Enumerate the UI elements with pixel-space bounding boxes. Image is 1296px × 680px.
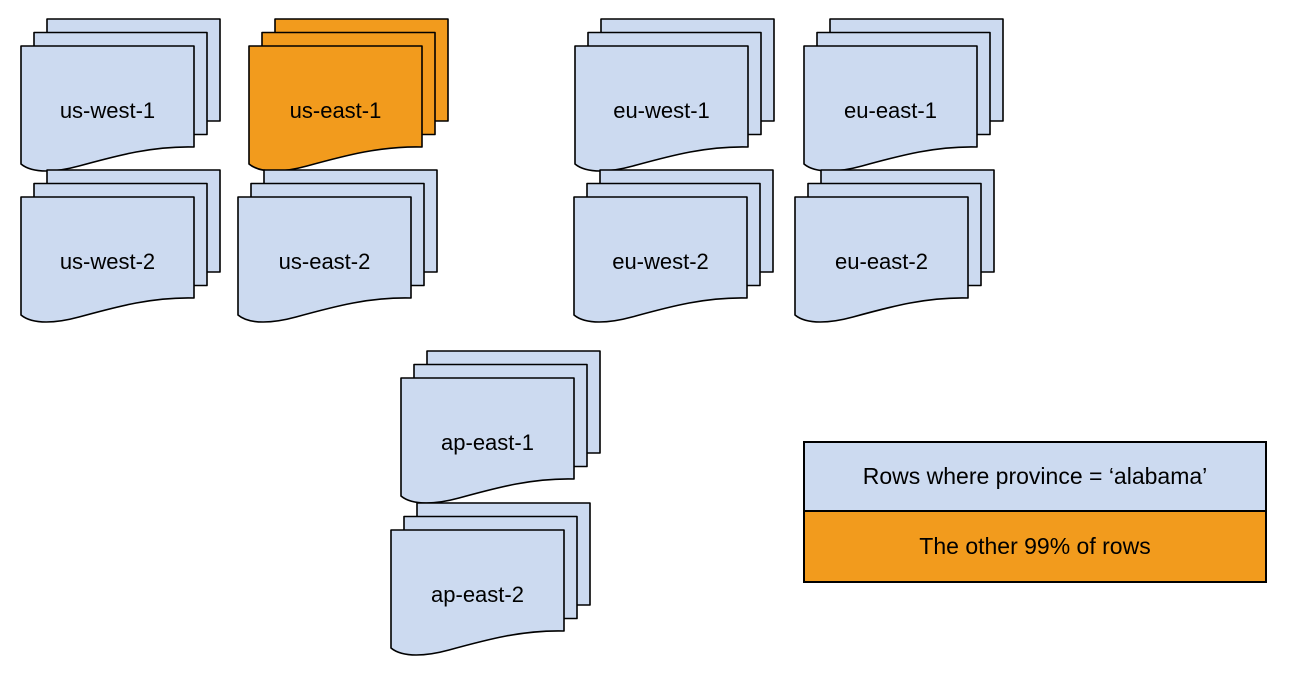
document-stack-icon bbox=[400, 350, 601, 504]
region-stack-us-west-2: us-west-2 bbox=[20, 169, 222, 327]
legend: Rows where province = ‘alabama’ The othe… bbox=[803, 441, 1267, 583]
region-stack-eu-west-1: eu-west-1 bbox=[574, 18, 776, 176]
region-stack-eu-east-1: eu-east-1 bbox=[803, 18, 1005, 176]
document-stack-icon bbox=[573, 169, 774, 323]
document-stack-icon bbox=[20, 18, 221, 172]
document-stack-icon bbox=[20, 169, 221, 323]
document-stack-icon bbox=[803, 18, 1004, 172]
region-stack-eu-east-2: eu-east-2 bbox=[794, 169, 996, 327]
document-stack-icon bbox=[248, 18, 449, 172]
region-stack-us-east-1: us-east-1 bbox=[248, 18, 450, 176]
region-stack-ap-east-2: ap-east-2 bbox=[390, 502, 592, 660]
document-stack-icon bbox=[794, 169, 995, 323]
document-stack-icon bbox=[237, 169, 438, 323]
region-stack-eu-west-2: eu-west-2 bbox=[573, 169, 775, 327]
legend-item-label: The other 99% of rows bbox=[919, 533, 1151, 559]
document-stack-icon bbox=[390, 502, 591, 656]
legend-item-label: Rows where province = ‘alabama’ bbox=[862, 463, 1208, 489]
region-stack-ap-east-1: ap-east-1 bbox=[400, 350, 602, 508]
document-stack-icon bbox=[574, 18, 775, 172]
legend-item-alabama-rows: Rows where province = ‘alabama’ bbox=[805, 443, 1265, 512]
region-stack-us-east-2: us-east-2 bbox=[237, 169, 439, 327]
legend-item-other-rows: The other 99% of rows bbox=[805, 512, 1265, 581]
region-stack-us-west-1: us-west-1 bbox=[20, 18, 222, 176]
